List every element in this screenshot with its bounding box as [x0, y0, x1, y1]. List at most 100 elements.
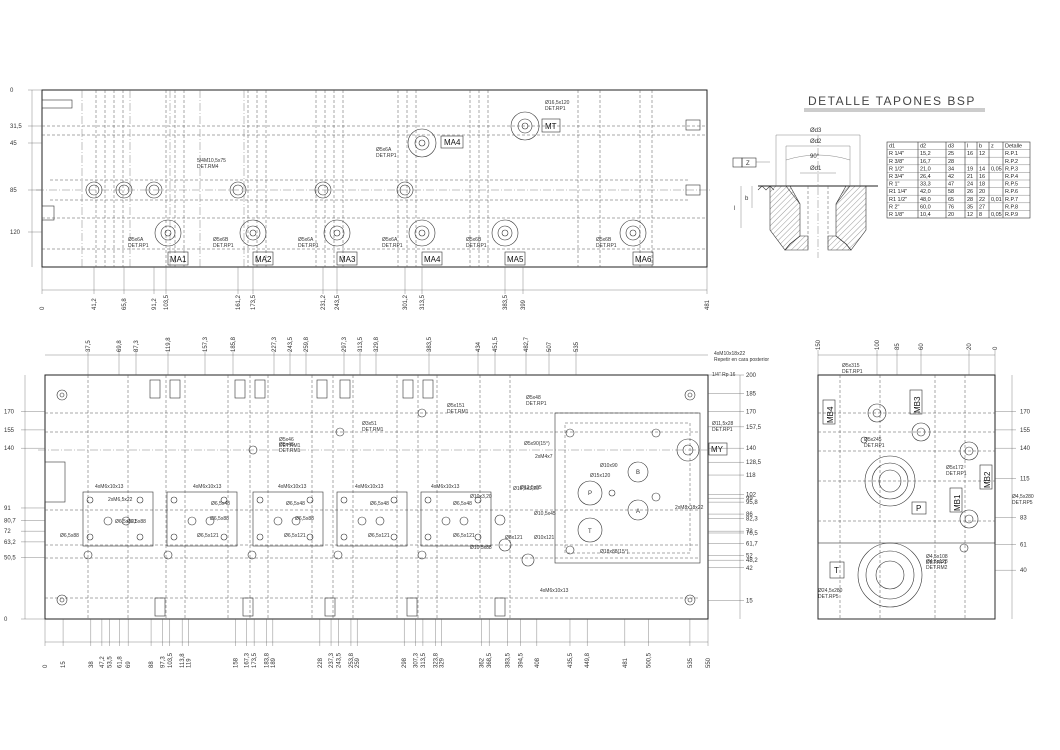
front-note: Ø6,5x88	[295, 516, 314, 522]
table-cell: R.P.7	[1005, 197, 1018, 203]
label-l: l	[734, 206, 735, 212]
front-small-port	[417, 408, 427, 418]
front-top-port	[402, 379, 414, 399]
side-mb3-label: MB3	[913, 396, 922, 413]
table-cell: 21	[967, 174, 973, 180]
station-port	[357, 516, 367, 526]
front-top-dim-label: 451,5	[493, 336, 499, 352]
ma-port-label-box	[421, 251, 443, 266]
table-cell: 33,3	[920, 182, 931, 188]
z-box-a	[732, 157, 743, 168]
front-bottom-dim-label: 307,3	[413, 652, 419, 668]
table-cell: R.P.6	[1005, 189, 1018, 195]
front-small-port	[417, 550, 427, 560]
table-cell: 24	[967, 182, 973, 188]
front-bottom-dim-label: 103,5	[168, 652, 174, 668]
front-note: Ø5x151	[447, 403, 465, 409]
side-right-dim-label: 155	[1020, 428, 1031, 434]
side-notes: Ø5x315DET.RP1Ø5x245DET.RP1Ø5x172DET.RP1Ø…	[818, 363, 1034, 600]
front-left-dim-label: 0	[4, 617, 8, 623]
front-right-dim-label: 200	[746, 373, 757, 379]
table-cell: 12	[967, 212, 973, 218]
station-port	[187, 516, 197, 526]
front-top-dim-label: 185,8	[231, 336, 237, 352]
side-mb4-label: MB4	[826, 406, 835, 423]
y-dim-label: 31,5	[10, 124, 22, 130]
front-note: 4xM6x10x13	[431, 484, 460, 490]
station-bolt	[136, 496, 144, 504]
y-dim-label: 45	[10, 141, 17, 147]
front-right-dim-label: 99	[746, 496, 753, 502]
station-bolt	[424, 496, 432, 504]
front-top-dim-label: 227,3	[272, 336, 278, 352]
side-view: MB4 MB3 MB2 MB1 P T Ø5x315DET.RP1Ø5x245D…	[816, 339, 1034, 620]
front-left-bump	[44, 461, 66, 503]
front-note: Ø6,5x48	[211, 501, 230, 507]
ma-port-inner	[245, 225, 261, 241]
ma-port-label-box	[632, 251, 654, 266]
front-bottom-dim-label: 189	[271, 657, 277, 668]
ma-port-outer	[408, 219, 436, 247]
front-top-dim-label: 69,8	[117, 340, 123, 352]
ma4-upper-inner	[414, 135, 430, 151]
front-bottom-dim-label: 383,5	[505, 652, 511, 668]
side-top-dim-label: 100	[875, 339, 881, 350]
front-bottom-dim-label: 158	[233, 657, 239, 668]
front-bottom-dim-label: 394,5	[519, 652, 525, 668]
table-cell: 34	[948, 166, 954, 172]
top-note: DET.RP1	[128, 243, 149, 249]
x-dim-label: 301,2	[403, 294, 409, 310]
front-top-dim-label: 535	[574, 341, 580, 352]
front-top-port	[316, 379, 328, 399]
front-note: 2xM8x18x22	[675, 505, 704, 511]
x-dim-label: 41,2	[92, 298, 98, 310]
front-bottom-port	[154, 597, 166, 617]
plug-l2	[41, 205, 55, 221]
side-mb1-box	[949, 487, 963, 513]
side-note: Ø4,5x108	[926, 554, 948, 560]
table-cell: 65	[948, 197, 954, 203]
station-bolt	[390, 533, 398, 541]
table-cell: R 3/8"	[889, 159, 904, 165]
port-ma4-upper: MA4	[407, 128, 464, 158]
side-mb3-box	[909, 389, 923, 415]
table-cell: 76	[948, 204, 954, 210]
front-note: 4xM6x10x13	[95, 484, 124, 490]
table-cell: 0,01	[991, 197, 1002, 203]
table-cell: 21,0	[920, 166, 931, 172]
front-right-dim-label: 128,5	[746, 460, 762, 466]
front-note: Ø6,5x48	[286, 501, 305, 507]
side-hole-outer	[314, 181, 332, 199]
top-note: Ø5x6B	[596, 237, 612, 243]
front-note: Ø6,5x121	[368, 533, 390, 539]
ma-port-label-box	[504, 251, 526, 266]
front-note: Ø10x90	[600, 463, 618, 469]
front-bottom-dim-label: 550	[706, 657, 712, 668]
station-block	[336, 491, 408, 547]
front-bottom-dim-label: 408	[535, 657, 541, 668]
front-top-port	[254, 379, 266, 399]
side-small-1	[959, 543, 969, 553]
table-cell: 19	[967, 166, 973, 172]
side-mb1-ring	[959, 509, 979, 529]
table-cell: 0,05	[991, 166, 1002, 172]
front-top-dim-label: 313,5	[358, 336, 364, 352]
x-dim-label: 231,2	[321, 294, 327, 310]
port-p-letter: P	[588, 491, 592, 497]
front-note: Ø15x120	[590, 473, 611, 479]
pad-bolt-2	[651, 428, 661, 438]
side-hole-inner	[232, 184, 244, 196]
side-note: DET.RP1	[842, 369, 863, 375]
front-top-port	[422, 379, 434, 399]
ma4-upper-outer	[407, 128, 437, 158]
front-top-dim-label: 434	[476, 341, 482, 352]
side-mb2-label: MB2	[983, 471, 992, 488]
front-small-port	[163, 550, 173, 560]
x-dim-label: 0	[40, 306, 46, 310]
top-note: DET.RP1	[466, 243, 487, 249]
front-top-dim-label: 482,7	[524, 336, 530, 352]
side-right-dim-label: 140	[1020, 446, 1031, 452]
table-cell: 22	[979, 197, 985, 203]
